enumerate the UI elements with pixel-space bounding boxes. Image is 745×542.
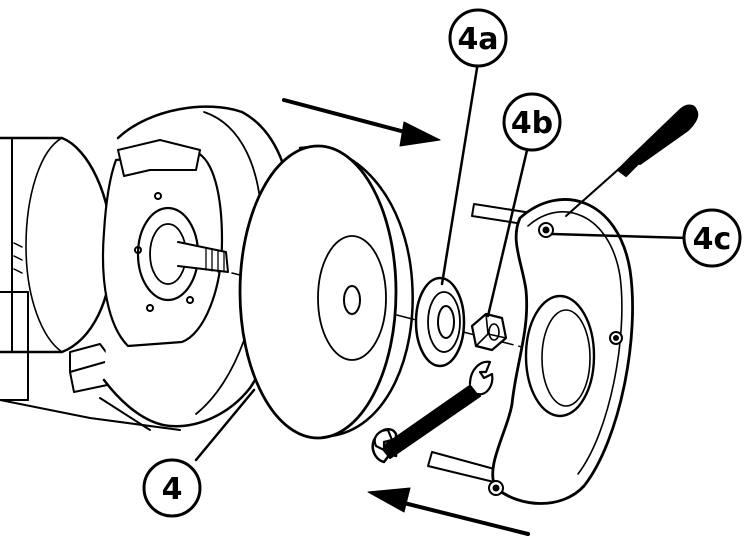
leader-line-4c [550, 232, 690, 240]
grinder-body [0, 105, 292, 431]
leader-line-4a [440, 60, 480, 286]
callout-4: 4 [142, 458, 202, 518]
wrench-icon [371, 360, 494, 464]
callout-4b: 4b [502, 92, 562, 152]
callout-4c: 4c [682, 208, 742, 268]
hex-nut [470, 312, 508, 352]
arrow-right-icon [282, 98, 441, 147]
side-cover [427, 198, 634, 505]
leader-line-4 [194, 388, 256, 462]
callout-4c-label: 4c [693, 222, 732, 257]
arrow-left-icon [367, 487, 530, 536]
callout-4-label: 4 [162, 472, 183, 507]
leader-line-4b [486, 144, 530, 318]
flange-washer [414, 276, 466, 368]
callout-4b-label: 4b [511, 106, 553, 141]
screwdriver-icon [565, 104, 699, 217]
callout-4a-label: 4a [457, 22, 498, 57]
grinding-wheel [238, 144, 414, 440]
callout-4a: 4a [448, 8, 508, 68]
